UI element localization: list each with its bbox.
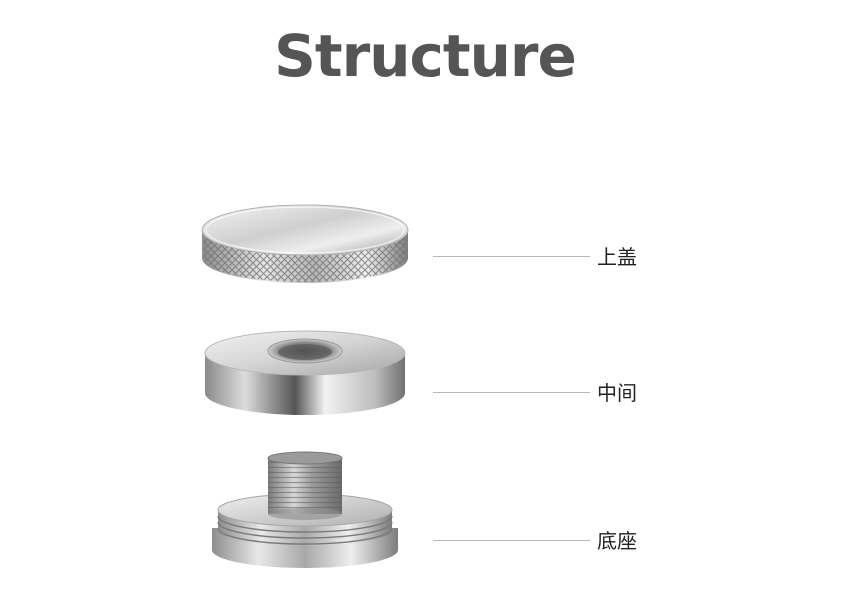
top-cap-image (201, 204, 409, 283)
middle-ring-image (204, 330, 406, 415)
page-title: Structure (274, 22, 577, 90)
top-cap-label: 上盖 (597, 245, 637, 269)
base-image (212, 451, 398, 568)
base-leader-line (433, 540, 590, 541)
top-cap-leader-line (433, 256, 590, 257)
base-label: 底座 (597, 529, 637, 553)
middle-ring-leader-line (433, 392, 590, 393)
middle-ring-label: 中间 (597, 381, 637, 405)
